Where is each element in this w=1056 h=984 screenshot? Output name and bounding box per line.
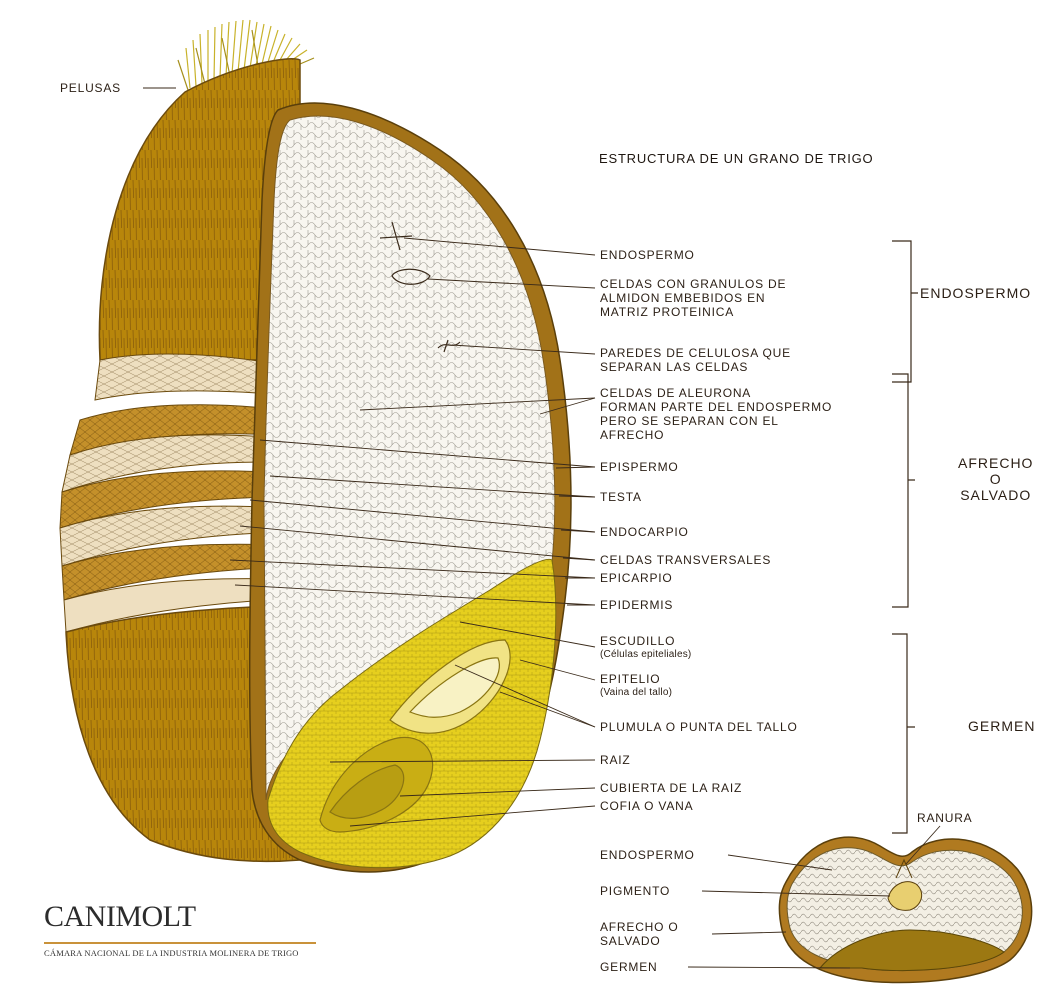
label-epispermo: EPISPERMO	[600, 460, 679, 474]
label-celdas-granulos: CELDAS CON GRANULOS DE ALMIDON EMBEBIDOS…	[600, 277, 786, 319]
label-cofia: COFIA O VANA	[600, 799, 693, 813]
label-line: FORMAN PARTE DEL ENDOSPERMO	[600, 400, 832, 414]
label-epidermis: EPIDERMIS	[600, 598, 673, 612]
label-line: PERO SE SEPARAN CON EL	[600, 414, 832, 428]
label-aleurona: CELDAS DE ALEURONA FORMAN PARTE DEL ENDO…	[600, 386, 832, 442]
label-line: SALVADO	[600, 934, 679, 948]
group-line: SALVADO	[958, 487, 1033, 503]
label-line: ALMIDON EMBEBIDOS EN	[600, 291, 786, 305]
xs-label-endospermo: ENDOSPERMO	[600, 848, 695, 862]
label-paredes: PAREDES DE CELULOSA QUE SEPARAN LAS CELD…	[600, 346, 791, 374]
label-line: MATRIZ PROTEINICA	[600, 305, 786, 319]
logo-subtitle: CÁMARA NACIONAL DE LA INDUSTRIA MOLINERA…	[44, 948, 299, 958]
xs-label-pigmento: PIGMENTO	[600, 884, 670, 898]
label-raiz: RAIZ	[600, 753, 631, 767]
label-plumula: PLUMULA O PUNTA DEL TALLO	[600, 720, 798, 734]
group-afrecho: AFRECHO O SALVADO	[958, 455, 1033, 503]
group-line: AFRECHO	[958, 455, 1033, 471]
logo-divider	[44, 942, 316, 944]
xs-label-germen: GERMEN	[600, 960, 657, 974]
group-germen: GERMEN	[968, 718, 1035, 734]
group-brackets	[892, 241, 918, 833]
label-line: CELDAS DE ALEURONA	[600, 386, 832, 400]
label-epicarpio: EPICARPIO	[600, 571, 673, 585]
label-celdas-transversales: CELDAS TRANSVERSALES	[600, 553, 771, 567]
label-escudillo: ESCUDILLO (Células epiteliales)	[600, 634, 691, 662]
label-line: AFRECHO	[600, 428, 832, 442]
logo-canimolt: CANIMOLT	[44, 900, 196, 934]
label-epitelio: EPITELIO (Vaina del tallo)	[600, 672, 672, 700]
diagram-title: ESTRUCTURA DE UN GRANO DE TRIGO	[599, 151, 873, 166]
group-endospermo: ENDOSPERMO	[920, 285, 1031, 301]
label-line: EPITELIO	[600, 672, 672, 686]
label-line: AFRECHO O	[600, 920, 679, 934]
group-line: O	[958, 471, 1033, 487]
label-cubierta-raiz: CUBIERTA DE LA RAIZ	[600, 781, 742, 795]
label-line: SEPARAN LAS CELDAS	[600, 360, 791, 374]
label-testa: TESTA	[600, 490, 642, 504]
label-endospermo: ENDOSPERMO	[600, 248, 695, 262]
label-note: (Vaina del tallo)	[600, 686, 672, 700]
label-note: (Células epiteliales)	[600, 648, 691, 662]
label-line: CELDAS CON GRANULOS DE	[600, 277, 786, 291]
label-line: PAREDES DE CELULOSA QUE	[600, 346, 791, 360]
xs-label-ranura: RANURA	[917, 811, 972, 825]
xs-label-afrecho: AFRECHO O SALVADO	[600, 920, 679, 948]
label-pelusas: PELUSAS	[60, 81, 121, 95]
cross-section-drawing	[779, 837, 1031, 982]
label-line: ESCUDILLO	[600, 634, 691, 648]
label-endocarpio: ENDOCARPIO	[600, 525, 689, 539]
